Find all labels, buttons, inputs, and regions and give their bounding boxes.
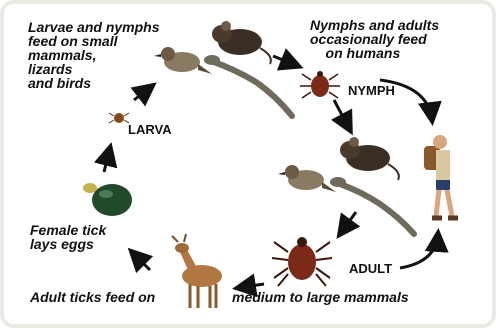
arrow-icon [334,100,350,130]
arrow-icon [380,80,432,120]
lizard-icon [330,177,414,234]
tick-icon [272,237,332,286]
arrow-icon [273,56,298,66]
arrow-icon [238,284,264,288]
arrow-icon [132,252,150,270]
bird-icon [154,47,212,74]
arrow-icon [104,148,110,172]
egg-mass-icon [83,183,132,216]
deer-icon [172,234,222,308]
lizard-icon [204,55,292,116]
tick-icon [109,113,129,123]
arrow-icon [400,234,438,268]
arrow-icon [134,86,152,100]
mouse-icon [340,137,399,180]
hiker-icon [424,135,458,218]
arrow-icon [340,212,356,234]
mouse-icon [212,21,271,64]
bird-icon [278,165,336,192]
tick-icon [300,71,340,98]
